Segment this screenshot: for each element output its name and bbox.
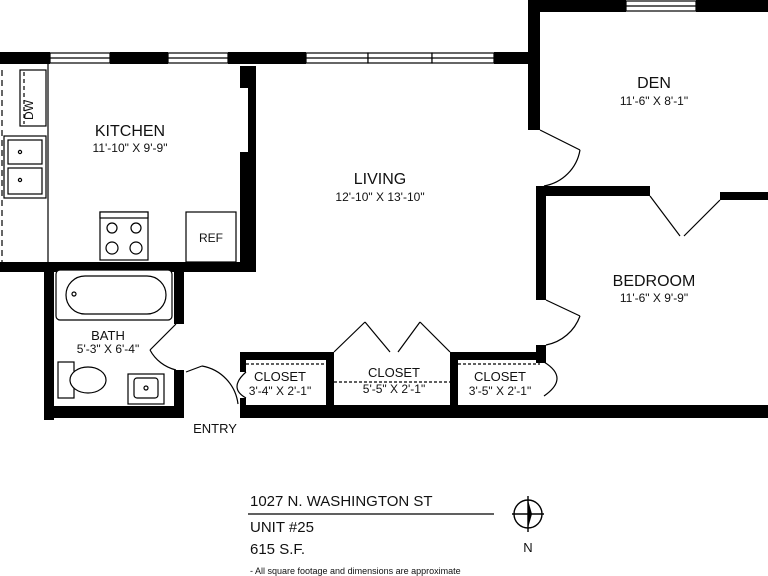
bedroom-label: BEDROOM <box>613 273 696 290</box>
disclaimer: - All square footage and dimensions are … <box>250 566 461 576</box>
bath-fixtures <box>55 269 173 405</box>
closet3-label: CLOSET <box>474 369 526 384</box>
bedroom-dims: 11'-6" X 9'-9" <box>620 291 688 305</box>
walls <box>0 0 768 420</box>
info-block: 1027 N. WASHINGTON ST UNIT #25 615 S.F. … <box>248 493 494 576</box>
dishwasher-label: DW <box>22 99 36 120</box>
doors <box>149 129 721 405</box>
den-label: DEN <box>637 75 671 92</box>
kitchen-fixtures <box>1 64 237 263</box>
kitchen-dims: 11'-10" X 9'-9" <box>93 141 168 155</box>
den-dims: 11'-6" X 8'-1" <box>620 94 688 108</box>
bath-dims: 5'-3" X 6'-4" <box>77 342 139 356</box>
bathtub-icon <box>65 275 167 315</box>
living-label: LIVING <box>354 171 406 188</box>
refrigerator-icon <box>185 211 237 263</box>
kitchen-label: KITCHEN <box>95 123 165 140</box>
closet2-label: CLOSET <box>368 365 420 380</box>
entry-label: ENTRY <box>193 421 237 436</box>
living-dims: 12'-10" X 13'-10" <box>335 190 424 204</box>
stove-icon <box>99 211 149 261</box>
address: 1027 N. WASHINGTON ST <box>250 493 433 510</box>
compass-label: N <box>523 540 532 555</box>
square-footage: 615 S.F. <box>250 541 305 558</box>
closet1-dims: 3'-4" X 2'-1" <box>249 384 311 398</box>
north-compass-icon: N <box>512 496 544 555</box>
closet1-label: CLOSET <box>254 369 306 384</box>
closet3-dims: 3'-5" X 2'-1" <box>469 384 531 398</box>
toilet-icon <box>69 366 107 394</box>
closet2-dims: 5'-5" X 2'-1" <box>363 382 425 396</box>
unit-number: UNIT #25 <box>250 519 314 536</box>
refrigerator-label: REF <box>199 231 223 245</box>
bath-label: BATH <box>91 328 125 343</box>
